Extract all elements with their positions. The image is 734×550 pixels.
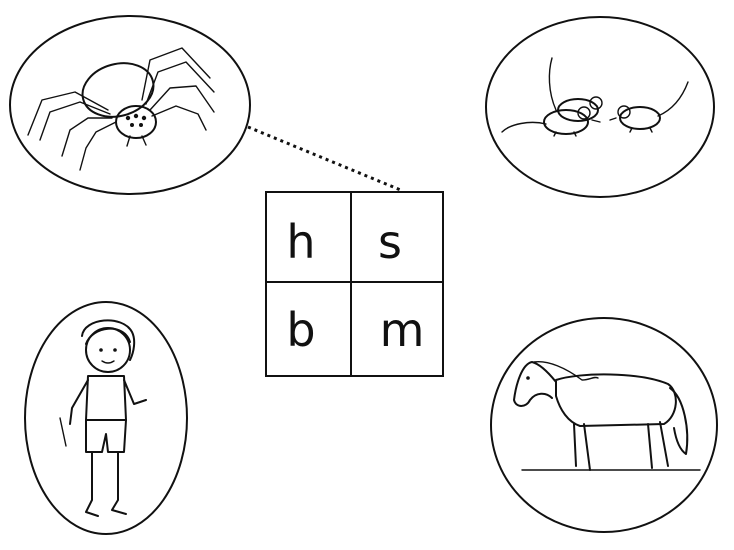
grid-cell-top-left[interactable]: h [286, 215, 315, 269]
spider-icon [27, 47, 215, 171]
grid-cell-bottom-left[interactable]: b [286, 303, 315, 357]
grid-cell-bottom-right[interactable]: m [380, 303, 425, 357]
horse-picture[interactable] [490, 317, 718, 533]
horse-icon [513, 361, 701, 471]
spider-picture[interactable] [9, 15, 251, 195]
grid-cell-top-right[interactable]: s [378, 215, 402, 269]
boy-icon [59, 319, 147, 517]
boy-picture[interactable] [24, 301, 188, 535]
mice-picture[interactable] [485, 16, 715, 198]
mice-icon [501, 57, 689, 137]
dotted-connector [247, 125, 404, 193]
letter-grid: h s b m [265, 191, 444, 377]
